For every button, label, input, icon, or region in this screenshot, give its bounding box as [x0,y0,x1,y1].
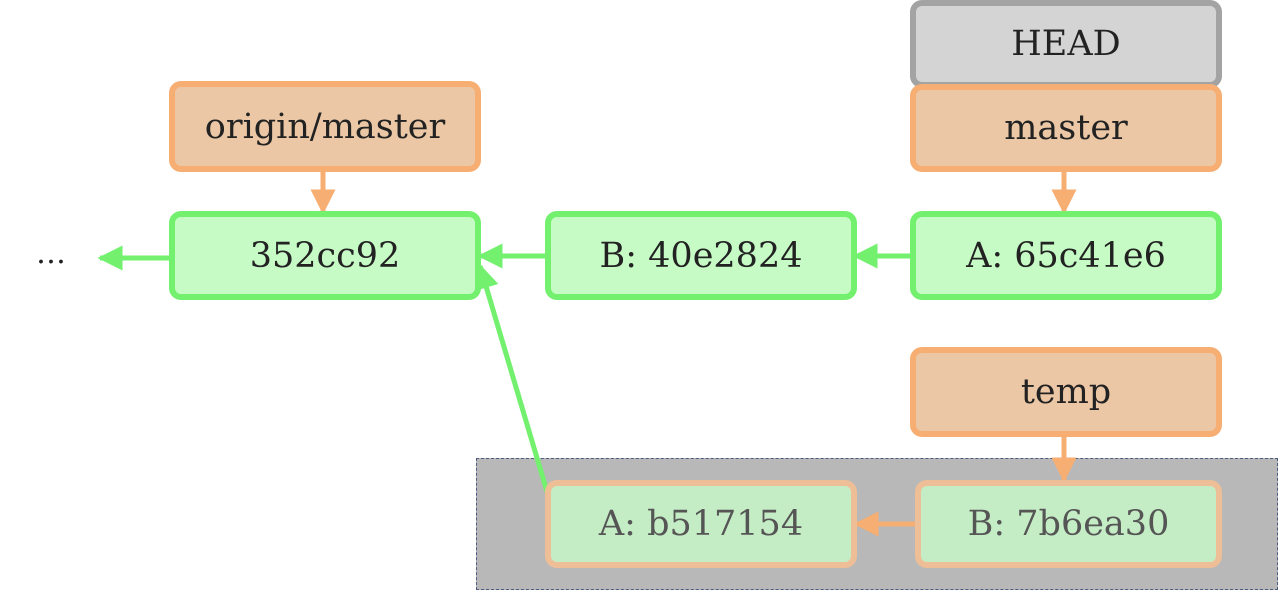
commit-352cc92[interactable]: 352cc92 [169,211,481,300]
ellipsis-text: … [36,236,66,271]
origin-master-branch[interactable]: origin/master [169,81,481,172]
master-branch[interactable]: master [910,84,1222,172]
commit-7b6ea30[interactable]: B: 7b6ea30 [915,480,1222,568]
head-ref[interactable]: HEAD [910,0,1222,88]
commit-b517154[interactable]: A: b517154 [545,480,857,568]
temp-branch[interactable]: temp [910,347,1222,437]
commit-40e2824[interactable]: B: 40e2824 [545,211,857,300]
commit-65c41e6[interactable]: A: 65c41e6 [910,211,1222,300]
